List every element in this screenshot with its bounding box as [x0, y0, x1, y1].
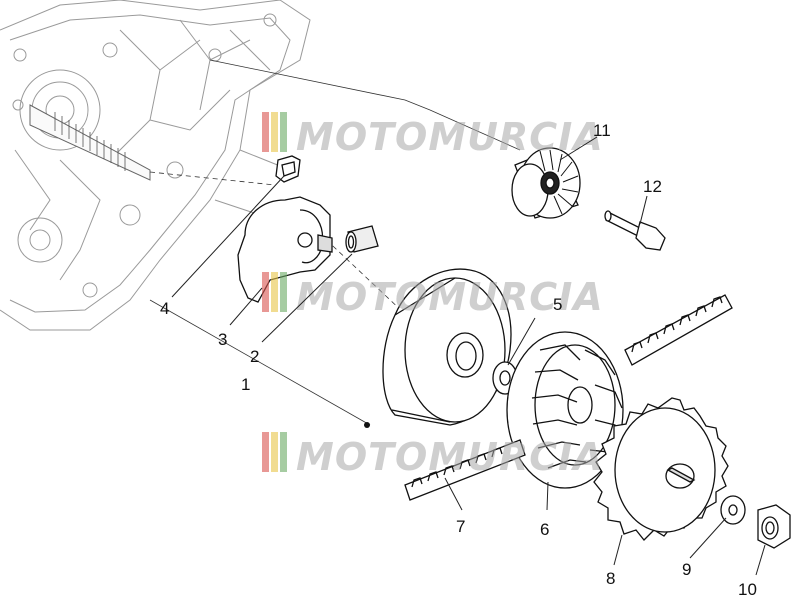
- crankcase-housing: [0, 0, 311, 331]
- splined-shaft: [29, 104, 151, 181]
- part-4-clip: [275, 155, 301, 183]
- part-1-pulley-half: [382, 268, 512, 426]
- part-11-roller: [511, 147, 581, 219]
- part-12-bolt: [604, 210, 666, 251]
- watermark: MOTOMURCIA MOTOMURCIA MOTOMURCIA: [262, 112, 604, 479]
- watermark-text: MOTOMURCIA: [296, 435, 604, 479]
- callout-12: 12: [643, 177, 662, 196]
- part-6-fan-pulley: [506, 331, 624, 489]
- watermark-text: MOTOMURCIA: [296, 115, 604, 159]
- part-9-washer: [720, 495, 746, 525]
- callout-6: 6: [540, 520, 549, 539]
- part-2-bushing: [345, 225, 379, 253]
- callout-1: 1: [241, 375, 250, 394]
- part-3-ramp-plate: [237, 196, 333, 303]
- part-10-nut: [757, 504, 791, 549]
- watermark-text: MOTOMURCIA: [296, 275, 604, 319]
- callout-11: 11: [593, 121, 611, 140]
- leader-lines: [171, 136, 766, 576]
- part-7-drive-belt: [404, 294, 733, 501]
- part-1-reference-dot: [364, 422, 370, 428]
- callout-2: 2: [250, 347, 259, 366]
- callout-7: 7: [456, 517, 465, 536]
- part-8-gear: [593, 397, 729, 541]
- callouts: 1 2 3 4 5 6 7 8 9 10 11 12: [160, 121, 757, 599]
- callout-5: 5: [553, 295, 562, 314]
- callout-4: 4: [160, 299, 169, 318]
- callout-3: 3: [218, 330, 227, 349]
- callout-10: 10: [738, 580, 757, 599]
- callout-9: 9: [682, 560, 691, 579]
- callout-8: 8: [606, 569, 615, 588]
